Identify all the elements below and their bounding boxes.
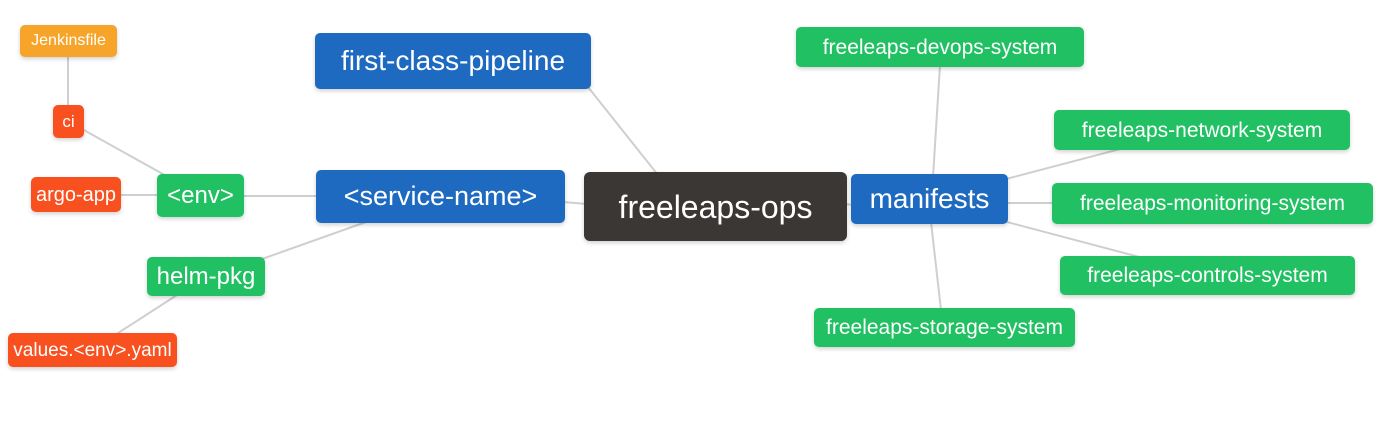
node-values-env-yaml[interactable]: values.<env>.yaml	[8, 333, 177, 367]
edge-pipeline-freeleaps-ops	[587, 86, 659, 176]
edge-manifests-devops	[932, 64, 941, 178]
node-manifests[interactable]: manifests	[851, 174, 1008, 224]
node-argo-app[interactable]: argo-app	[31, 177, 121, 212]
edge-manifests-storage	[930, 221, 942, 311]
node-env[interactable]: <env>	[157, 174, 244, 217]
edge-manifests-controls	[1006, 221, 1144, 259]
node-freeleaps-devops-system[interactable]: freeleaps-devops-system	[796, 27, 1084, 67]
node-helm-pkg[interactable]: helm-pkg	[147, 257, 265, 296]
node-freeleaps-ops-root[interactable]: freeleaps-ops	[584, 172, 847, 241]
node-freeleaps-controls-system[interactable]: freeleaps-controls-system	[1060, 256, 1355, 295]
node-freeleaps-storage-system[interactable]: freeleaps-storage-system	[814, 308, 1075, 347]
edge-helm-pkg-service-name	[261, 221, 367, 260]
edge-ci-env	[81, 128, 171, 179]
node-service-name[interactable]: <service-name>	[316, 170, 565, 223]
edge-values-helm-pkg	[114, 294, 178, 336]
edge-service-name-freeleaps-ops	[562, 201, 588, 205]
node-freeleaps-network-system[interactable]: freeleaps-network-system	[1054, 110, 1350, 150]
node-freeleaps-monitoring-system[interactable]: freeleaps-monitoring-system	[1052, 183, 1373, 224]
node-first-class-pipeline[interactable]: first-class-pipeline	[315, 33, 591, 89]
node-jenkinsfile[interactable]: Jenkinsfile	[20, 25, 117, 57]
edge-manifests-network	[1005, 147, 1125, 180]
node-ci[interactable]: ci	[53, 105, 84, 138]
